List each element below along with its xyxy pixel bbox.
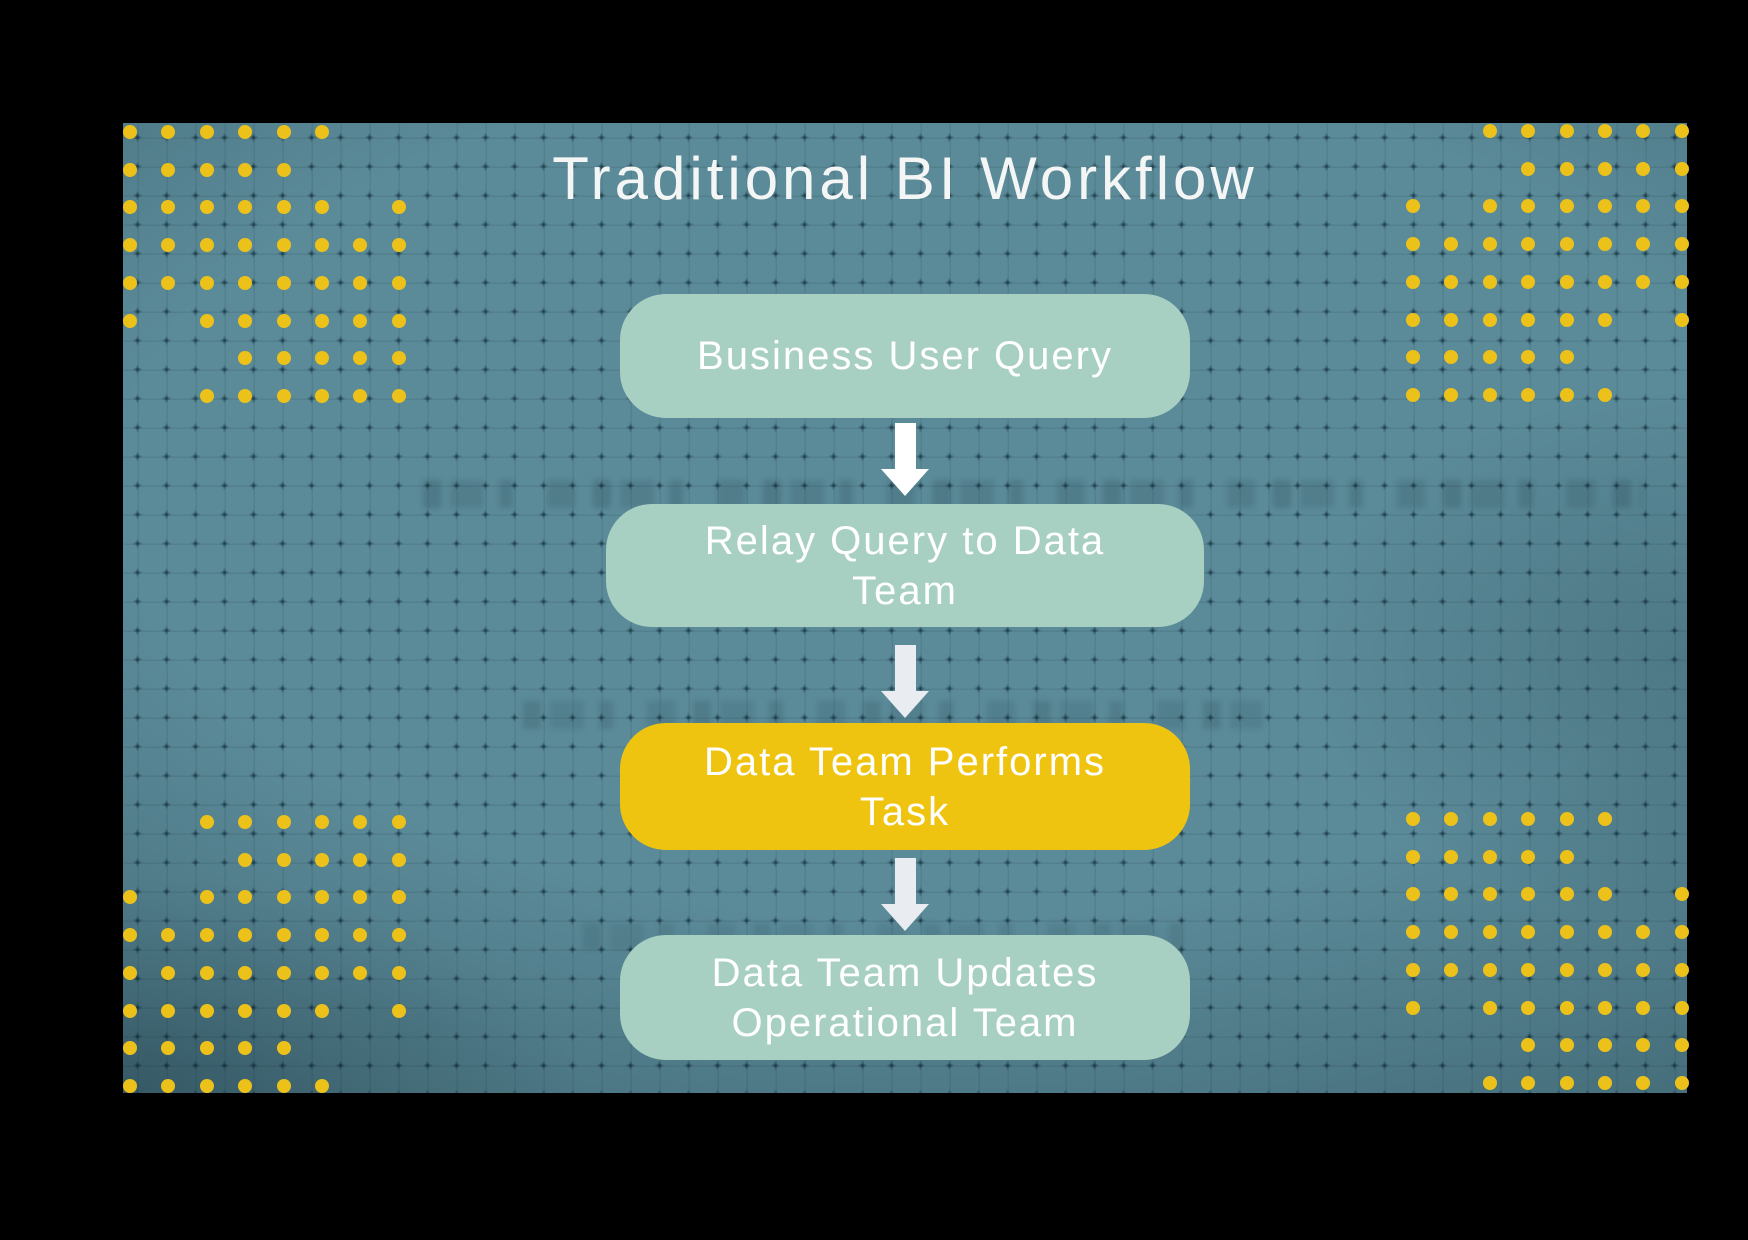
flow-step-label: Relay Query to Data Team — [704, 518, 1106, 613]
diagram-title: Traditional BI Workflow — [552, 145, 1258, 212]
flow-step-relay-query: Relay Query to Data Team — [606, 504, 1204, 627]
workflow-panel: Traditional BI Workflow Business User Qu… — [123, 123, 1689, 1093]
flow-step-business-user-query: Business User Query — [620, 294, 1190, 418]
flow-step-label: Data Team Performs Task — [703, 739, 1107, 834]
arrow-shaft — [894, 645, 916, 691]
arrow-head — [881, 691, 929, 718]
arrow-head — [881, 469, 929, 496]
arrow-head — [881, 904, 929, 931]
flow-step-label: Business User Query — [697, 334, 1113, 378]
down-arrow-icon — [881, 645, 929, 718]
arrow-shaft — [894, 423, 916, 469]
down-arrow-icon — [881, 423, 929, 496]
flow-step-updates-operational-team: Data Team Updates Operational Team — [620, 935, 1190, 1060]
down-arrow-icon — [881, 858, 929, 931]
flow-step-data-team-performs-task: Data Team Performs Task — [620, 723, 1190, 850]
flow-step-label: Data Team Updates Operational Team — [711, 950, 1099, 1045]
arrow-shaft — [894, 858, 916, 904]
